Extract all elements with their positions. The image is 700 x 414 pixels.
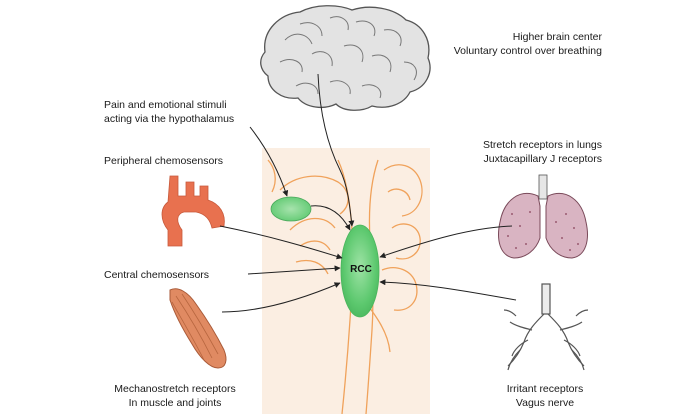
pain-line-1: Pain and emotional stimuli [104, 99, 227, 111]
stretch-to-rcc-line [379, 225, 513, 259]
brain-to-rcc-line [317, 73, 355, 227]
hypothalamus-marker [270, 196, 312, 222]
hypothalamus-to-rcc-line [310, 205, 351, 231]
central-line-1: Central chemosensors [104, 269, 210, 281]
rcc-center [340, 224, 380, 318]
stretch-label: Stretch receptors in lungs Juxtacapillar… [483, 138, 602, 166]
pain-line-2: acting via the hypothalamus [104, 113, 235, 125]
brain-illustration [260, 5, 431, 111]
higher-brain-label: Higher brain center Voluntary control ov… [454, 30, 602, 58]
higher-brain-line-2: Voluntary control over breathing [453, 45, 602, 57]
mechano-to-rcc-line [221, 282, 341, 313]
airway-illustration [503, 283, 589, 371]
irritant-line-2: Vagus nerve [515, 397, 575, 409]
irritant-to-rcc-line [379, 279, 517, 301]
central-to-rcc-line [247, 265, 341, 275]
irritant-label: Irritant receptors Vagus nerve [490, 382, 600, 410]
pain-to-hypothalamus-line [249, 126, 289, 197]
peripheral-label: Peripheral chemosensors [104, 154, 223, 168]
peripheral-to-rcc-line [219, 225, 343, 260]
peripheral-line-1: Peripheral chemosensors [104, 155, 224, 167]
stretch-line-2: Juxtacapillary J receptors [483, 153, 602, 165]
irritant-line-1: Irritant receptors [506, 383, 584, 395]
central-label: Central chemosensors [104, 268, 209, 282]
mechano-label: Mechanostretch receptors In muscle and j… [100, 382, 250, 410]
stretch-line-1: Stretch receptors in lungs [482, 139, 602, 151]
lungs-illustration [498, 174, 588, 259]
muscle-illustration [169, 288, 227, 369]
higher-brain-line-1: Higher brain center [512, 31, 602, 43]
rcc-label: RCC [350, 264, 372, 275]
aortic-arch-illustration [161, 175, 225, 247]
mechano-line-1: Mechanostretch receptors [114, 383, 236, 395]
pain-label: Pain and emotional stimuli acting via th… [104, 98, 234, 126]
connector-lines [219, 73, 517, 313]
mechano-line-2: In muscle and joints [128, 397, 222, 409]
